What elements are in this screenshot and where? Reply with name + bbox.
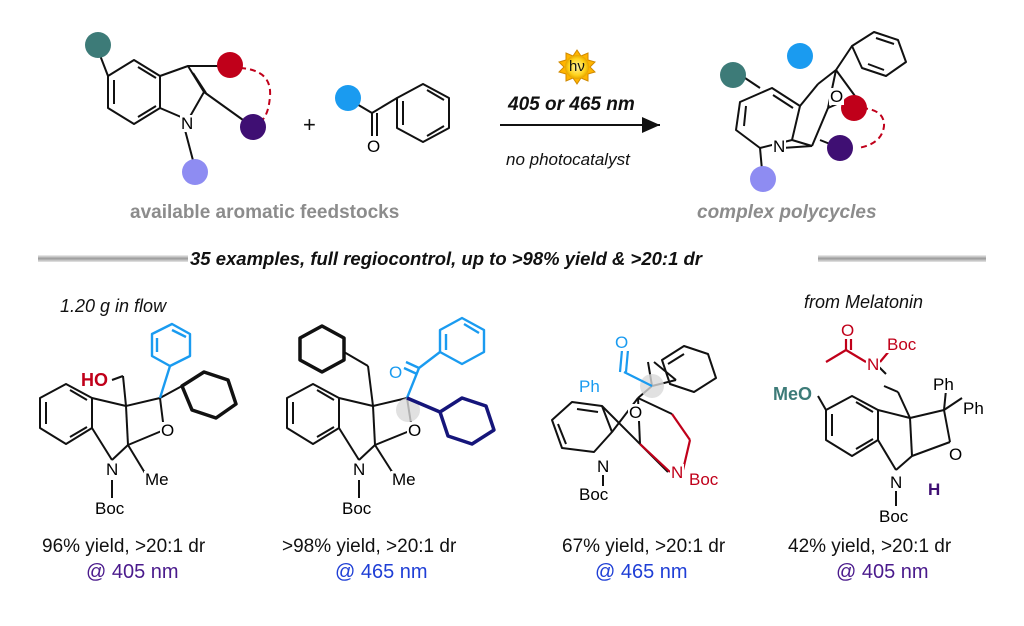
example-1-hydroxyl: HO [80, 370, 109, 390]
product-oxygen: O [829, 87, 845, 106]
hv-symbol: hν [569, 58, 585, 75]
polycycle-product-structure [735, 31, 907, 171]
example-4-red-acetamide [825, 338, 891, 363]
ring-tether-dashed [857, 107, 886, 149]
example-1-boc: Boc [94, 499, 126, 518]
banner-bar-left [38, 255, 188, 262]
example-1-methyl: Me [144, 470, 170, 489]
example-4-acetyl-oxygen: O [840, 321, 856, 340]
product-nitrogen: N [772, 137, 787, 156]
example-3-piperidine-nitrogen: N [670, 463, 685, 482]
example-3-structure [551, 345, 717, 488]
purple-substituent-dot [240, 114, 266, 140]
example-2-structure [286, 324, 413, 498]
example-3-yield: 67% yield, >20:1 dr [562, 536, 726, 557]
teal-substituent-dot [720, 62, 746, 88]
ketone-oxygen: O [366, 137, 382, 156]
plus-sign: + [303, 112, 316, 137]
lavender-substituent-dot [182, 159, 208, 185]
scope-banner: 35 examples, full regiocontrol, up to >9… [190, 248, 702, 269]
ketone-structure [349, 83, 450, 143]
example-1-wavelength: @ 405 nm [86, 561, 179, 583]
example-1-oxygen: O [160, 421, 176, 440]
polycycles-label: complex polycycles [697, 202, 877, 223]
example-4-wavelength: @ 405 nm [836, 561, 929, 583]
example-4-amide-boc: Boc [886, 335, 918, 354]
example-2-methyl: Me [391, 470, 417, 489]
example-4-phenyl-1: Ph [932, 375, 955, 394]
example-4-hydrogen: H [927, 480, 942, 499]
example-4-phenyl-2: Ph [962, 399, 985, 418]
example-4-note: from Melatonin [804, 292, 924, 312]
lavender-substituent-dot [750, 166, 776, 192]
example-4-oxygen: O [948, 445, 964, 464]
example-2-yield: >98% yield, >20:1 dr [282, 536, 457, 557]
example-4-boc: Boc [878, 507, 910, 526]
example-4-structure [817, 361, 963, 506]
blue-substituent-dot [335, 85, 361, 111]
example-2-boc: Boc [341, 499, 373, 518]
example-1-structure [39, 370, 238, 498]
example-2-blue-benzoyl [403, 316, 486, 399]
example-3-wavelength: @ 465 nm [595, 561, 688, 583]
example-4-methoxy: MeO [772, 384, 814, 404]
example-2-navy-phenyl [406, 396, 496, 446]
example-3-ketone-oxygen: O [614, 333, 630, 352]
example-2-oxygen: O [407, 421, 423, 440]
example-1-blue-phenyl [150, 322, 192, 399]
example-2-nitrogen: N [352, 460, 367, 479]
stereocenter-highlight [396, 398, 420, 422]
example-1-yield: 96% yield, >20:1 dr [42, 536, 206, 557]
indole-nitrogen: N [180, 114, 195, 133]
example-1-nitrogen: N [105, 460, 120, 479]
red-substituent-dot [841, 95, 867, 121]
example-2-ketone-oxygen: O [388, 363, 404, 382]
teal-substituent-dot [85, 32, 111, 58]
example-3-piperidine-boc: Boc [688, 470, 720, 489]
conditions-wavelength: 405 or 465 nm [508, 94, 635, 115]
example-4-nitrogen: N [889, 473, 904, 492]
example-1-note: 1.20 g in flow [60, 296, 167, 316]
blue-substituent-dot [787, 43, 813, 69]
feedstocks-label: available aromatic feedstocks [130, 202, 400, 223]
conditions-no-photocatalyst: no photocatalyst [506, 150, 630, 169]
example-3-blue-benzoyl [618, 349, 653, 387]
example-4-yield: 42% yield, >20:1 dr [788, 536, 952, 557]
example-3-oxygen: O [628, 403, 644, 422]
example-3-indoline-boc: Boc [578, 485, 610, 504]
purple-substituent-dot [827, 135, 853, 161]
example-3-indoline-nitrogen: N [596, 457, 611, 476]
example-4-amide-nitrogen: N [866, 355, 881, 374]
example-3-phenyl-label: Ph [578, 377, 601, 396]
sun-icon [558, 49, 596, 85]
banner-bar-right [818, 255, 986, 262]
red-substituent-dot [217, 52, 243, 78]
example-2-wavelength: @ 465 nm [335, 561, 428, 583]
